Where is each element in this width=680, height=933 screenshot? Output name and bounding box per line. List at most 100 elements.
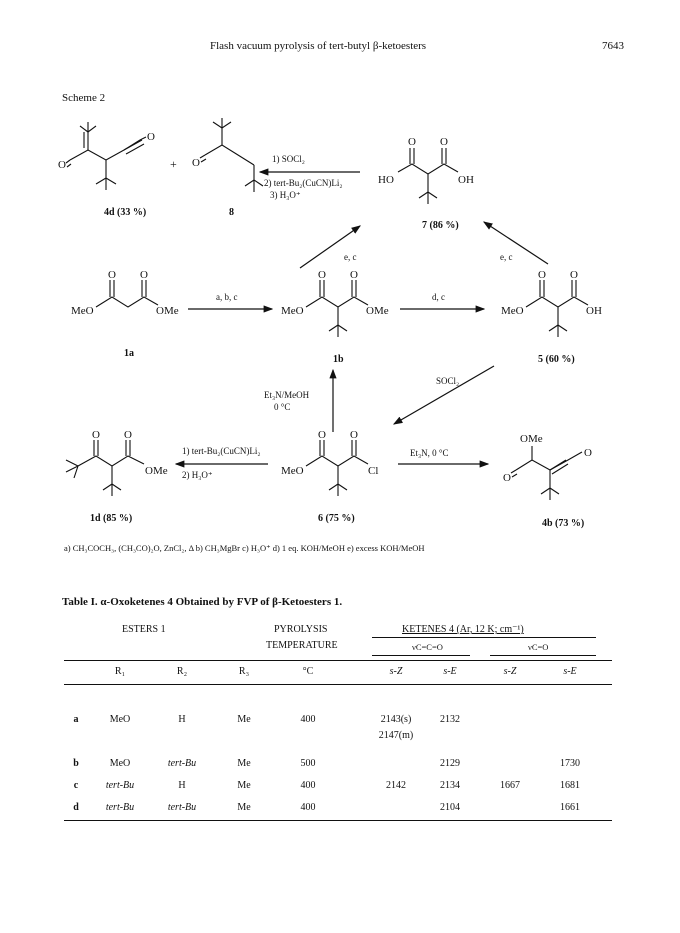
atom-o: O: [538, 269, 546, 281]
header-esters: ESTERS 1: [122, 624, 166, 635]
structure-4b: [510, 446, 583, 500]
reagent-0c: 0 °C: [274, 402, 290, 412]
structure-5: [525, 280, 589, 337]
reagent-dc: d, c: [432, 292, 445, 302]
cell-temp: 400: [300, 780, 316, 791]
scheme-footnote: a) CH₃COCH₃, (CH₃CO)₂O, ZnCl₂, Δ b) CH₃M…: [64, 543, 425, 553]
col-cco-se: s-E: [443, 666, 457, 677]
cell-r3: Me: [237, 802, 251, 813]
reagent-et3n-0c: Et₃N, 0 °C: [410, 448, 449, 458]
atom-ome: OMe: [145, 465, 168, 477]
atom-meo: MeO: [501, 305, 524, 317]
page-number: 7643: [602, 40, 624, 52]
atom-o: O: [408, 136, 416, 148]
col-r3: R₃: [238, 666, 250, 677]
atom-oh: OH: [458, 174, 474, 186]
structure-4d: [65, 122, 147, 190]
structure-1b: [305, 280, 369, 337]
col-co-se: s-E: [563, 666, 577, 677]
structure-1a: [95, 280, 159, 308]
arrow-1b-to-7: [299, 225, 361, 269]
reagent-h3o: 3) H₃O⁺: [270, 190, 301, 200]
atom-o: O: [124, 429, 132, 441]
cell-temp: 400: [300, 802, 316, 813]
cell-r1: MeO: [109, 758, 131, 769]
cell-r2: H: [178, 780, 186, 791]
cell-r1: tert-Bu: [105, 802, 135, 813]
cell-cco-se: 2132: [440, 714, 460, 725]
reagent-socl2-2: SOCl₂: [436, 376, 459, 386]
structure-1d: [65, 440, 145, 496]
arrow-5-to-7: [482, 221, 549, 265]
cell-cco-sz-2: 2147(m): [378, 730, 414, 741]
atom-o: O: [108, 269, 116, 281]
header-rule-top: [64, 660, 612, 661]
cco-rule: [372, 655, 470, 656]
co-rule: [490, 655, 596, 656]
col-r2: R₂: [176, 666, 188, 677]
atom-o: O: [584, 447, 592, 459]
cell-cco-se: 2134: [440, 780, 460, 791]
atom-o: O: [140, 269, 148, 281]
atom-o: O: [570, 269, 578, 281]
reagent-et3n-meoh: Et₃N/MeOH: [264, 390, 310, 400]
reagent-abc: a, b, c: [216, 292, 238, 302]
header-ketenes: KETENES 4 (Ar, 12 K; cm⁻¹): [402, 624, 524, 635]
compound-label-4d: 4d (33 %): [104, 207, 146, 218]
structure-8: [199, 118, 264, 192]
atom-oh: OH: [586, 305, 602, 317]
structure-7: [397, 148, 459, 204]
reagent-ec-left: e, c: [344, 252, 357, 262]
atom-o: O: [58, 159, 66, 171]
atom-o: O: [147, 131, 155, 143]
atom-meo: MeO: [281, 465, 304, 477]
atom-o: O: [318, 269, 326, 281]
atom-o: O: [350, 429, 358, 441]
cell-temp: 500: [300, 758, 316, 769]
atom-o: O: [440, 136, 448, 148]
cell-r3: Me: [237, 780, 251, 791]
cell-r1: MeO: [109, 714, 131, 725]
cell-r1: tert-Bu: [105, 780, 135, 791]
row-id: a: [73, 714, 79, 725]
compound-label-7: 7 (86 %): [422, 220, 459, 231]
scheme-label: Scheme 2: [62, 92, 106, 104]
compound-label-4b: 4b (73 %): [542, 518, 584, 529]
cell-cco-sz: 2143(s): [380, 714, 412, 725]
row-id: b: [73, 758, 79, 769]
atom-ome: OMe: [156, 305, 179, 317]
header-rule-bottom: [64, 684, 612, 685]
atom-meo: MeO: [71, 305, 94, 317]
atom-o: O: [192, 157, 200, 169]
row-id: c: [73, 780, 79, 791]
cell-co-se: 1730: [560, 758, 580, 769]
compound-label-1b: 1b: [333, 354, 344, 365]
compound-label-6: 6 (75 %): [318, 513, 355, 524]
compound-label-5: 5 (60 %): [538, 354, 575, 365]
col-temp: °C: [302, 666, 314, 677]
cell-co-sz: 1667: [500, 780, 520, 791]
cell-r3: Me: [237, 714, 251, 725]
table-title: Table I. α-Oxoketenes 4 Obtained by FVP …: [62, 596, 343, 608]
reagent-cuprate: 2) tert-Bu₂(CuCN)Li₂: [264, 178, 343, 188]
atom-o: O: [92, 429, 100, 441]
cell-temp: 400: [300, 714, 316, 725]
cell-r3: Me: [237, 758, 251, 769]
cell-co-se: 1681: [560, 780, 580, 791]
header-nu-cco: νC=C=O: [412, 642, 443, 652]
cell-cco-se: 2129: [440, 758, 460, 769]
col-r1: R₁: [114, 666, 126, 677]
cell-co-se: 1661: [560, 802, 580, 813]
atom-ome: OMe: [366, 305, 389, 317]
atom-o: O: [350, 269, 358, 281]
compound-label-1a: 1a: [124, 348, 134, 359]
reagent-h3o-2: 2) H₃O⁺: [182, 470, 213, 480]
reagent-ec-right: e, c: [500, 252, 513, 262]
col-co-sz: s-Z: [503, 666, 517, 677]
atom-o: O: [318, 429, 326, 441]
atom-ome: OMe: [520, 433, 543, 445]
cell-r2: tert-Bu: [167, 802, 197, 813]
reagent-cuprate-2: 1) tert-Bu₂(CuCN)Li₂: [182, 446, 261, 456]
col-cco-sz: s-Z: [389, 666, 403, 677]
ketenes-rule: [372, 637, 596, 638]
